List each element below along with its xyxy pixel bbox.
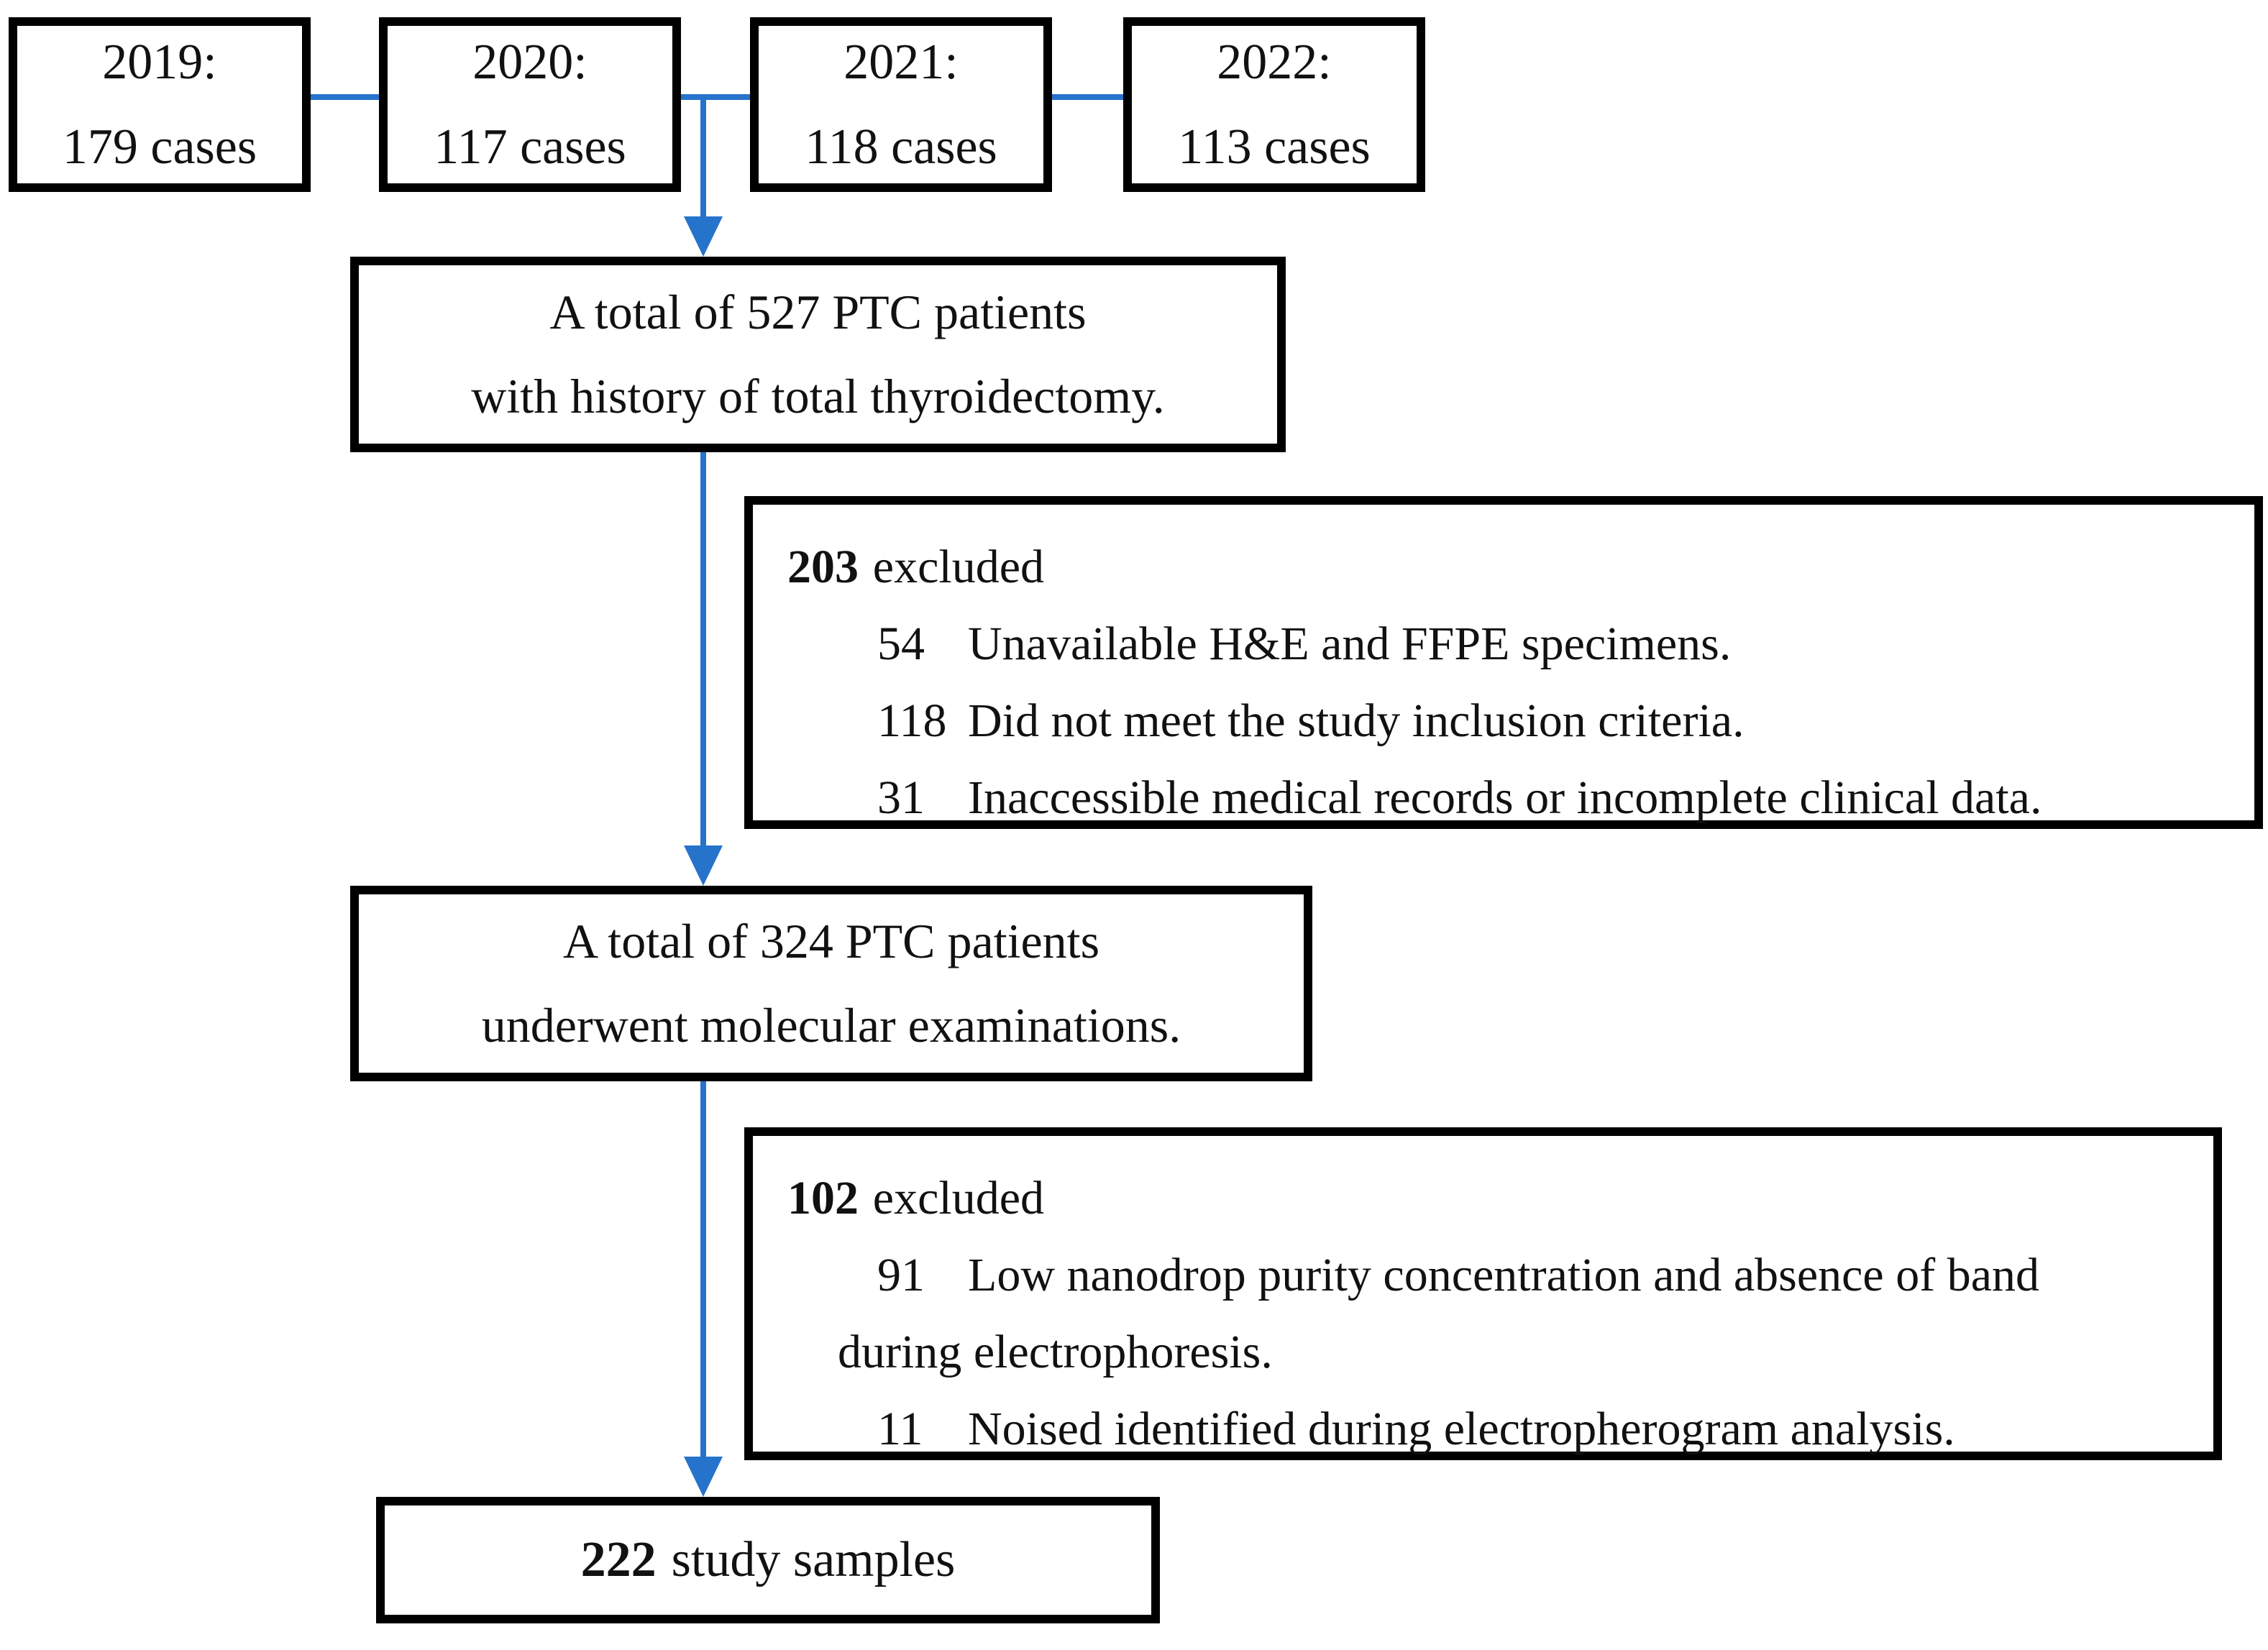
year-label: 2022: (1217, 34, 1332, 90)
flow-line-2 (700, 452, 706, 848)
excluded-count: 203 (787, 541, 859, 593)
total-324-line2: underwent molecular examinations. (481, 998, 1181, 1053)
connector-2019-2020 (311, 94, 379, 100)
exclusion-item-count: 31 (877, 771, 925, 824)
excluded-count: 102 (787, 1172, 859, 1224)
total-527-box: A total of 527 PTC patients with history… (350, 257, 1286, 452)
total-527-line1: A total of 527 PTC patients (549, 285, 1087, 340)
exclusion-item-text: Noised identified during electropherogra… (968, 1402, 1955, 1455)
exclusion-item-count: 11 (877, 1402, 923, 1455)
case-count: 117 cases (434, 119, 626, 175)
exclusion-item: 31 Inaccessible medical records or incom… (877, 760, 2233, 837)
excluded-label: excluded (872, 1172, 1045, 1224)
excluded-label: excluded (872, 541, 1045, 593)
total-324-line1: A total of 324 PTC patients (562, 914, 1100, 969)
year-label: 2019: (102, 34, 217, 90)
exclusion-item-text: Low nanodrop purity concentration and ab… (968, 1248, 2039, 1301)
exclusion-item: 54 Unavailable H&E and FFPE specimens. (877, 606, 2233, 683)
exclusion-item: 118 Did not meet the study inclusion cri… (877, 683, 2233, 760)
exclusion-item-count: 118 (877, 694, 947, 747)
case-count: 179 cases (62, 119, 257, 175)
year-label: 2020: (472, 34, 587, 90)
year-label: 2021: (843, 34, 959, 90)
exclusion-item: 11 Noised identified during electrophero… (877, 1391, 2192, 1468)
exclusion-item-count: 91 (877, 1248, 925, 1301)
arrow-down-icon (684, 845, 723, 886)
final-222-box: 222 study samples (376, 1497, 1160, 1623)
total-527-line2: with history of total thyroidectomy. (471, 369, 1165, 423)
connector-2020-2021 (681, 94, 750, 100)
year-box-2019: 2019: 179 cases (9, 17, 311, 192)
exclusion-item-continuation: during electrophoresis. (838, 1325, 1273, 1378)
final-222-line: 222 study samples (581, 1531, 956, 1589)
flow-line-1 (700, 94, 706, 221)
year-box-2022: 2022: 113 cases (1123, 17, 1425, 192)
exclusion-item-count: 54 (877, 617, 925, 670)
year-box-2021: 2021: 118 cases (750, 17, 1052, 192)
arrow-down-icon (684, 1457, 723, 1497)
total-324-box: A total of 324 PTC patients underwent mo… (350, 886, 1312, 1081)
exclusion-item: 91 Low nanodrop purity concentration and… (877, 1237, 2192, 1314)
arrow-down-icon (684, 216, 723, 257)
case-count: 113 cases (1178, 119, 1371, 175)
connector-2021-2022 (1052, 94, 1123, 100)
exclusion-item-text: Unavailable H&E and FFPE specimens. (968, 617, 1732, 670)
final-label: study samples (671, 1532, 956, 1587)
year-box-2020: 2020: 117 cases (379, 17, 681, 192)
exclusion-item-text: Inaccessible medical records or incomple… (968, 771, 2042, 824)
final-count: 222 (580, 1532, 657, 1587)
exclusion-item-text: Did not meet the study inclusion criteri… (968, 694, 1745, 747)
case-count: 118 cases (805, 119, 997, 175)
flow-line-3 (700, 1081, 706, 1458)
